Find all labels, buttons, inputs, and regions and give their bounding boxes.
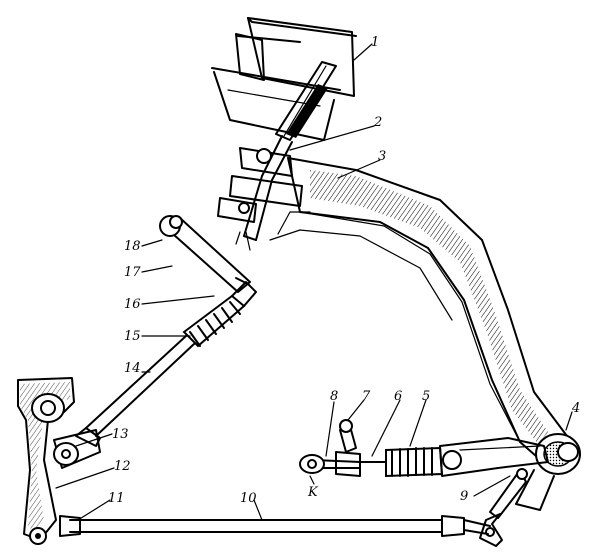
spring-rod-assembly [299, 419, 549, 478]
callout-1: 1 [371, 35, 379, 50]
callout-13: 13 [112, 427, 129, 442]
callout-14: 14 [124, 361, 141, 376]
callout-3: 3 [378, 149, 386, 164]
callout-7: 7 [362, 389, 371, 404]
callout-2: 2 [373, 115, 382, 130]
callout-9: 9 [460, 489, 468, 504]
pedal-pad [211, 17, 357, 141]
callout-8: 8 [330, 389, 338, 404]
lower-lever [479, 468, 528, 547]
pushrod [59, 515, 491, 537]
callout-18: 18 [124, 239, 141, 254]
leader-lines [55, 43, 573, 521]
callout-10: 10 [240, 491, 257, 506]
callout-4: 4 [571, 401, 580, 416]
callout-15: 15 [124, 329, 141, 344]
pivot-boss [515, 433, 581, 511]
callout-17: 17 [124, 265, 141, 280]
upper-lever [159, 215, 251, 293]
callout-k: K [307, 485, 319, 500]
callout-12: 12 [114, 459, 131, 474]
left-bracket [17, 377, 101, 545]
pedal-arm [269, 157, 571, 471]
callout-5: 5 [422, 389, 430, 404]
callout-6: 6 [394, 389, 402, 404]
callout-labels: 1 2 3 4 5 6 7 8 9 10 11 12 13 14 15 16 1… [108, 35, 580, 506]
callout-16: 16 [124, 297, 141, 312]
upper-rod [75, 277, 257, 447]
callout-11: 11 [108, 491, 125, 506]
